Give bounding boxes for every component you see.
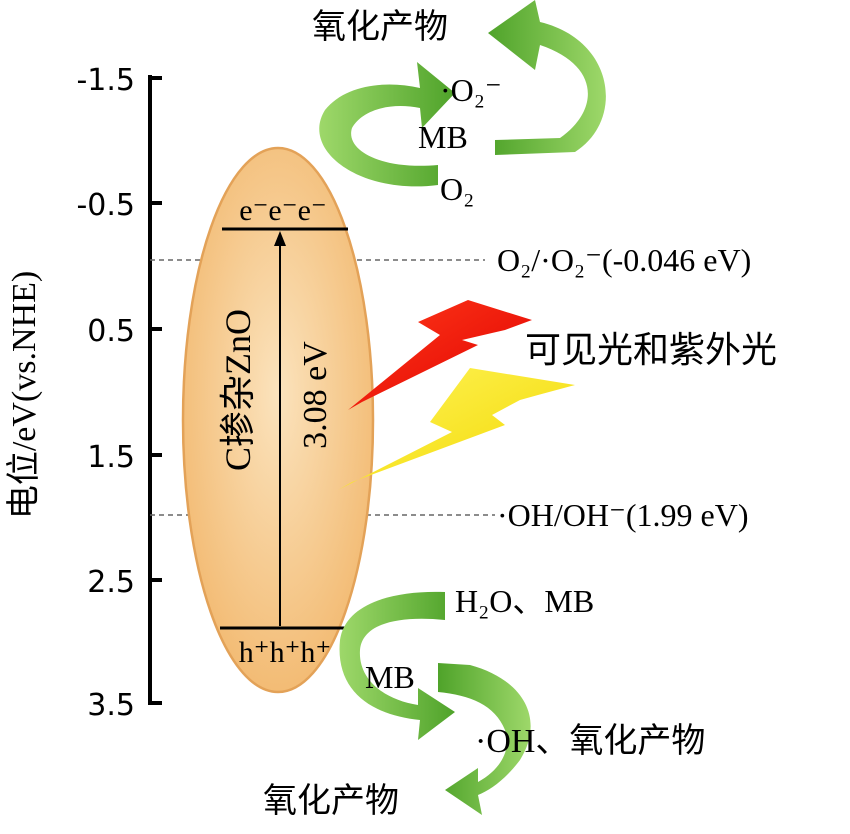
o2-level-label: O₂/·O₂⁻(-0.046 eV): [497, 242, 751, 278]
axis-label: 电位/eV(vs.NHE): [5, 271, 43, 519]
semiconductor-particle: e⁻e⁻e⁻ h⁺h⁺h⁺ C掺杂ZnO 3.08 eV: [181, 146, 375, 694]
yellow-lightning-bolt: [338, 368, 575, 490]
red-lightning-bolt: [348, 300, 532, 410]
vb-product-label: 氧化产物: [263, 782, 399, 820]
cb-reaction-cycle: 氧化产物 ·O₂⁻ MB O₂: [312, 0, 606, 207]
holes-label: h⁺h⁺h⁺: [239, 636, 332, 669]
axis-tick-label: -1.5: [76, 63, 135, 98]
excitation-arrowhead: [274, 231, 286, 246]
light-label: 可见光和紫外光: [525, 330, 777, 371]
cb-cycle-arrow-lower: [319, 62, 455, 187]
semiconductor-name: C掺杂ZnO: [218, 309, 258, 471]
redox-levels: O₂/·O₂⁻(-0.046 eV) ·OH/OH⁻(1.99 eV): [150, 242, 751, 533]
vb-mb-label: MB: [365, 659, 415, 695]
vb-cycle-arrow-lower: [438, 663, 531, 815]
vb-reaction-cycle: H₂O、MB MB ·OH、氧化产物 氧化产物: [263, 583, 705, 820]
cb-cycle-arrow-upper: [488, 0, 606, 155]
vb-cycle-arrow-upper: [339, 591, 455, 740]
band-gap-label: 3.08 eV: [297, 341, 334, 449]
oh-product-label: ·OH、氧化产物: [475, 722, 705, 760]
axis-tick-label: 3.5: [87, 688, 135, 723]
axis-tick-label: 0.5: [87, 314, 135, 349]
zno-ellipse: [181, 146, 375, 694]
light-source: 可见光和紫外光: [338, 300, 777, 490]
oh-level-label: ·OH/OH⁻(1.99 eV): [497, 497, 749, 533]
o2-label: O₂: [440, 171, 474, 207]
axis-tick-label: -0.5: [76, 188, 135, 223]
electrons-label: e⁻e⁻e⁻: [239, 194, 326, 227]
cb-product-label: 氧化产物: [312, 8, 448, 46]
vb-reactants-label: H₂O、MB: [455, 583, 594, 619]
superoxide-label: ·O₂⁻: [440, 72, 502, 108]
axis-tick-label: 1.5: [87, 440, 135, 475]
potential-axis: -1.5 -0.5 0.5 1.5 2.5 3.5 电位/eV(vs.NHE): [5, 63, 162, 723]
cb-mb-label: MB: [418, 119, 468, 155]
axis-tick-label: 2.5: [87, 565, 135, 600]
